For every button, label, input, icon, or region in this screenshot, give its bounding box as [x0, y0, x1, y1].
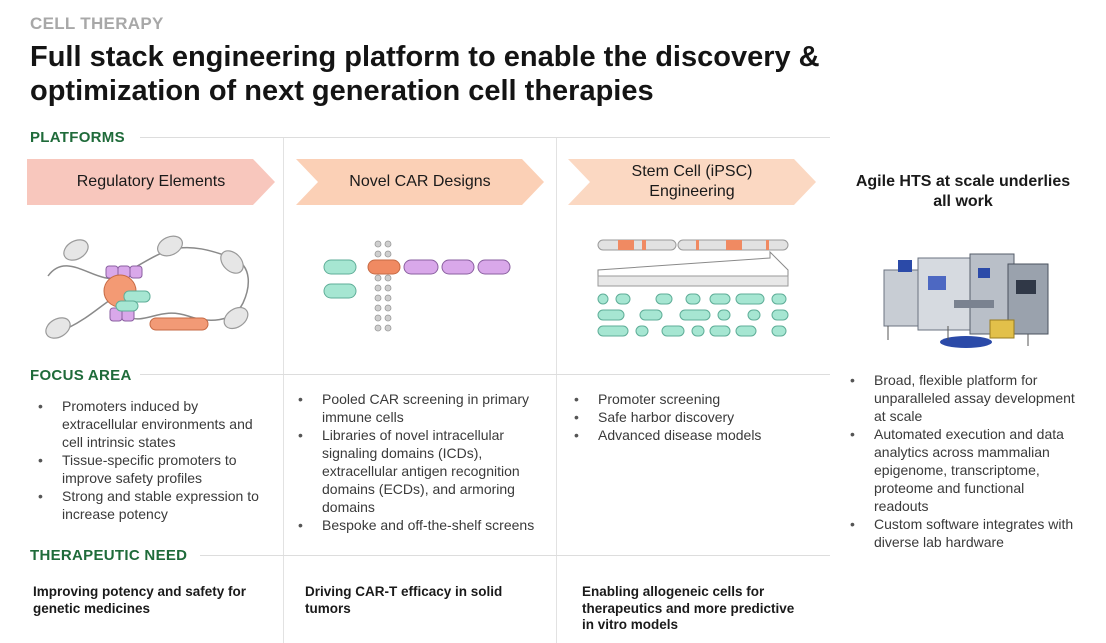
section-rule: [140, 374, 830, 375]
focus-item: Promoters induced by extracellular envir…: [30, 397, 275, 451]
platform-label: Regulatory Elements: [76, 173, 226, 190]
focus-item: Promoter screening: [566, 390, 816, 408]
focus-item: Bespoke and off-the-shelf screens: [290, 516, 550, 534]
platform-arrow-novel-car-designs: Novel CAR Designs: [296, 159, 544, 205]
dna-loop-illustration: [45, 235, 249, 339]
focus-list-car: Pooled CAR screening in primary immune c…: [290, 390, 550, 534]
hts-bullets: Broad, flexible platform for unparallele…: [842, 371, 1082, 551]
focus-item: Libraries of novel intracellular signali…: [290, 426, 550, 516]
focus-item: Tissue-specific promoters to improve saf…: [30, 451, 275, 487]
focus-item: Safe harbor discovery: [566, 408, 816, 426]
platform-label: Novel CAR Designs: [349, 173, 491, 190]
focus-item: Pooled CAR screening in primary immune c…: [290, 390, 550, 426]
platform-label: Stem Cell (iPSC) Engineering: [631, 163, 753, 200]
page-eyebrow: CELL THERAPY: [30, 14, 164, 33]
focus-list-ipsc: Promoter screening Safe harbor discovery…: [566, 390, 816, 444]
page-title: Full stack engineering platform to enabl…: [30, 41, 820, 107]
hts-item: Automated execution and data analytics a…: [842, 425, 1082, 515]
need-regulatory: Improving potency and safety for genetic…: [33, 584, 247, 616]
lab-robot-illustration: [883, 253, 1049, 348]
platform-arrow-stem-cell: Stem Cell (iPSC) Engineering: [568, 159, 816, 205]
column-divider: [283, 138, 284, 643]
focus-list-regulatory: Promoters induced by extracellular envir…: [30, 397, 275, 523]
need-ipsc: Enabling allogeneic cells for therapeuti…: [582, 584, 795, 632]
need-car: Driving CAR-T efficacy in solid tumors: [305, 584, 503, 616]
hts-title: Agile HTS at scale underlies all work: [855, 173, 1071, 210]
column-divider: [556, 138, 557, 643]
section-rule: [140, 137, 830, 138]
section-therapeutic-need: THERAPEUTIC NEED: [30, 547, 188, 564]
section-rule: [200, 555, 830, 556]
car-membrane-illustration: [323, 240, 511, 332]
section-focus-area: FOCUS AREA: [30, 367, 132, 384]
hts-item: Custom software integrates with diverse …: [842, 515, 1082, 551]
platform-arrow-regulatory-elements: Regulatory Elements: [27, 159, 275, 205]
hts-item: Broad, flexible platform for unparallele…: [842, 371, 1082, 425]
focus-item: Strong and stable expression to increase…: [30, 487, 275, 523]
chromosome-illustration: [597, 239, 789, 337]
section-platforms: PLATFORMS: [30, 129, 125, 146]
focus-item: Advanced disease models: [566, 426, 816, 444]
